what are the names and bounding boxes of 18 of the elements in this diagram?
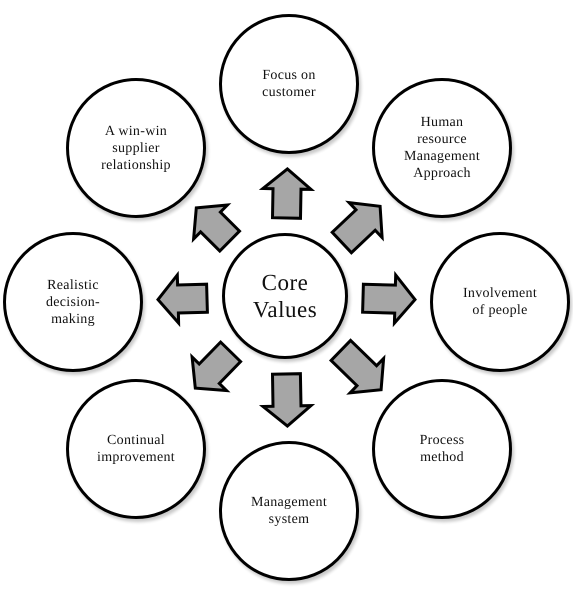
core-circle <box>222 233 348 359</box>
node-label: A win-win supplier relationship <box>100 122 172 174</box>
block-arrow <box>192 203 242 254</box>
block-arrow <box>330 200 384 255</box>
node-label: Process method <box>418 432 466 466</box>
block-arrow <box>190 340 243 392</box>
node-label: Involvement of people <box>462 285 538 319</box>
node-label: Management system <box>250 494 328 528</box>
block-arrow <box>156 270 209 328</box>
node-label: Human resource Management Approach <box>402 114 482 182</box>
node-label: Focus on customer <box>261 67 317 101</box>
node-label: Realistic decision-making <box>44 276 102 328</box>
node-label: Continual improvement <box>96 432 176 466</box>
block-arrow <box>361 270 417 328</box>
core-label: Core Values <box>252 269 318 323</box>
block-arrow <box>328 338 386 395</box>
block-arrow <box>258 372 316 428</box>
block-arrow <box>258 167 316 220</box>
